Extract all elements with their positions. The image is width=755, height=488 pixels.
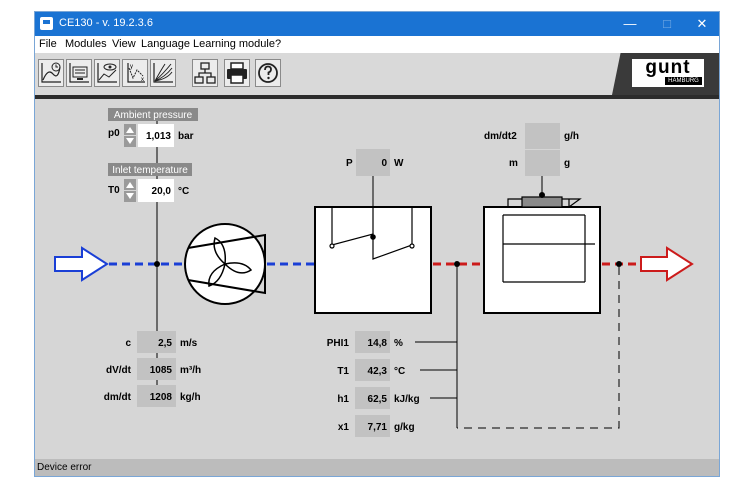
dmdt2-unit: g/h (564, 131, 579, 142)
t0-unit: °C (178, 186, 189, 197)
dmdt-value-box (137, 385, 176, 407)
c-value: 2,5 (158, 338, 172, 349)
power-unit: W (394, 158, 404, 169)
dmdt-value: 1208 (150, 392, 173, 403)
maximize-button[interactable]: □ (663, 16, 671, 31)
h1-value-box (355, 387, 390, 409)
h1-value: 62,5 (368, 394, 388, 405)
phi1-value-box (355, 331, 390, 353)
menu-language[interactable]: Language (141, 38, 190, 50)
t1-value: 42,3 (368, 366, 388, 377)
x1-label: x1 (338, 422, 350, 433)
status-text: Device error (37, 462, 92, 473)
eye-chart-icon[interactable] (94, 59, 120, 87)
network-icon[interactable] (192, 59, 218, 87)
gunt-logo: gunt HAMBURG (632, 57, 704, 87)
mass-value-box (525, 150, 560, 176)
inlet-sensor-node (154, 261, 160, 267)
up-arrow-icon (126, 127, 134, 133)
outlet-return-line (457, 267, 620, 429)
dvdt-unit: m³/h (180, 365, 201, 376)
trend-icon[interactable] (38, 59, 64, 87)
menu-bar: File Modules View Language Learning modu… (35, 36, 719, 53)
chart-family-icon[interactable] (150, 59, 176, 87)
c-value-box (137, 331, 176, 353)
drying-chamber (483, 206, 601, 314)
process-diagram: Ambient pressure p0 1,013 bar Inlet temp… (54, 108, 694, 437)
dvdt-value-box (137, 358, 176, 380)
phi1-unit: % (394, 338, 403, 349)
x1-unit: g/kg (394, 422, 415, 433)
menu-learning-module[interactable]: Learning module (193, 38, 275, 50)
t1-label: T1 (337, 366, 349, 377)
power-value: 0 (381, 158, 387, 169)
minimize-button[interactable]: — (623, 16, 637, 31)
up-arrow-icon (126, 182, 134, 188)
p0-input[interactable] (138, 124, 174, 147)
svg-text:y: y (130, 64, 133, 70)
h1-label: h1 (337, 394, 349, 405)
fan-icon (208, 236, 253, 287)
svg-text:x: x (141, 77, 144, 83)
down-arrow-icon (126, 138, 134, 144)
inlet-arrow-icon (54, 246, 109, 282)
h1-unit: kJ/kg (394, 394, 420, 405)
heater-element-icon (329, 207, 415, 260)
p0-unit: bar (178, 131, 194, 142)
monitor-icon[interactable] (66, 59, 92, 87)
outlet-arrow-icon (640, 246, 694, 282)
down-arrow-icon (126, 193, 134, 199)
mass-label: m (509, 158, 518, 169)
status-bar: Device error (35, 459, 719, 476)
c-label: c (125, 338, 131, 349)
ambient-pressure-title: Ambient pressure (114, 110, 193, 121)
menu-file[interactable]: File (39, 38, 57, 50)
t1-unit: °C (394, 366, 405, 377)
t0-value: 20,0 (152, 186, 172, 197)
phi1-label: PHI1 (327, 338, 350, 349)
x1-value: 7,71 (368, 422, 388, 433)
dmdt-label: dm/dt (104, 392, 132, 403)
c-unit: m/s (180, 338, 198, 349)
printer-icon[interactable] (224, 59, 250, 87)
fan-outline (187, 233, 266, 295)
menu-modules[interactable]: Modules (65, 38, 107, 50)
x1-value-box (355, 415, 390, 437)
dmdt2-value-box (525, 123, 560, 149)
p0-label: p0 (108, 128, 120, 139)
t0-input[interactable] (138, 179, 174, 202)
menu-view[interactable]: View (112, 38, 136, 50)
outlet-sensor-node (616, 261, 622, 267)
tray-rack-icon (502, 196, 595, 283)
inlet-temperature-title: Inlet temperature (112, 165, 188, 176)
ambient-pressure-header (108, 108, 198, 121)
p0-value: 1,013 (146, 131, 171, 142)
dmdt2-label: dm/dt2 (484, 131, 517, 142)
dvdt-label: dV/dt (106, 365, 132, 376)
power-value-box (356, 149, 390, 176)
help-icon[interactable] (255, 59, 281, 87)
inlet-temperature-header (108, 163, 192, 176)
title-bar: CE130 - v. 19.2.3.6 — □ ✕ (35, 12, 719, 36)
application-window: CE130 - v. 19.2.3.6 — □ ✕ File Modules V… (34, 11, 720, 477)
window-title: CE130 - v. 19.2.3.6 (59, 17, 153, 29)
dvdt-value: 1085 (150, 365, 173, 376)
t0-label: T0 (108, 185, 120, 196)
t1-value-box (355, 359, 390, 381)
menu-help[interactable]: ? (275, 38, 282, 50)
mass-unit: g (564, 158, 570, 169)
power-label: P (346, 158, 353, 169)
phi1-value: 14,8 (368, 338, 388, 349)
app-icon (40, 17, 53, 30)
dmdt-unit: kg/h (180, 392, 201, 403)
close-button[interactable]: ✕ (696, 16, 708, 31)
